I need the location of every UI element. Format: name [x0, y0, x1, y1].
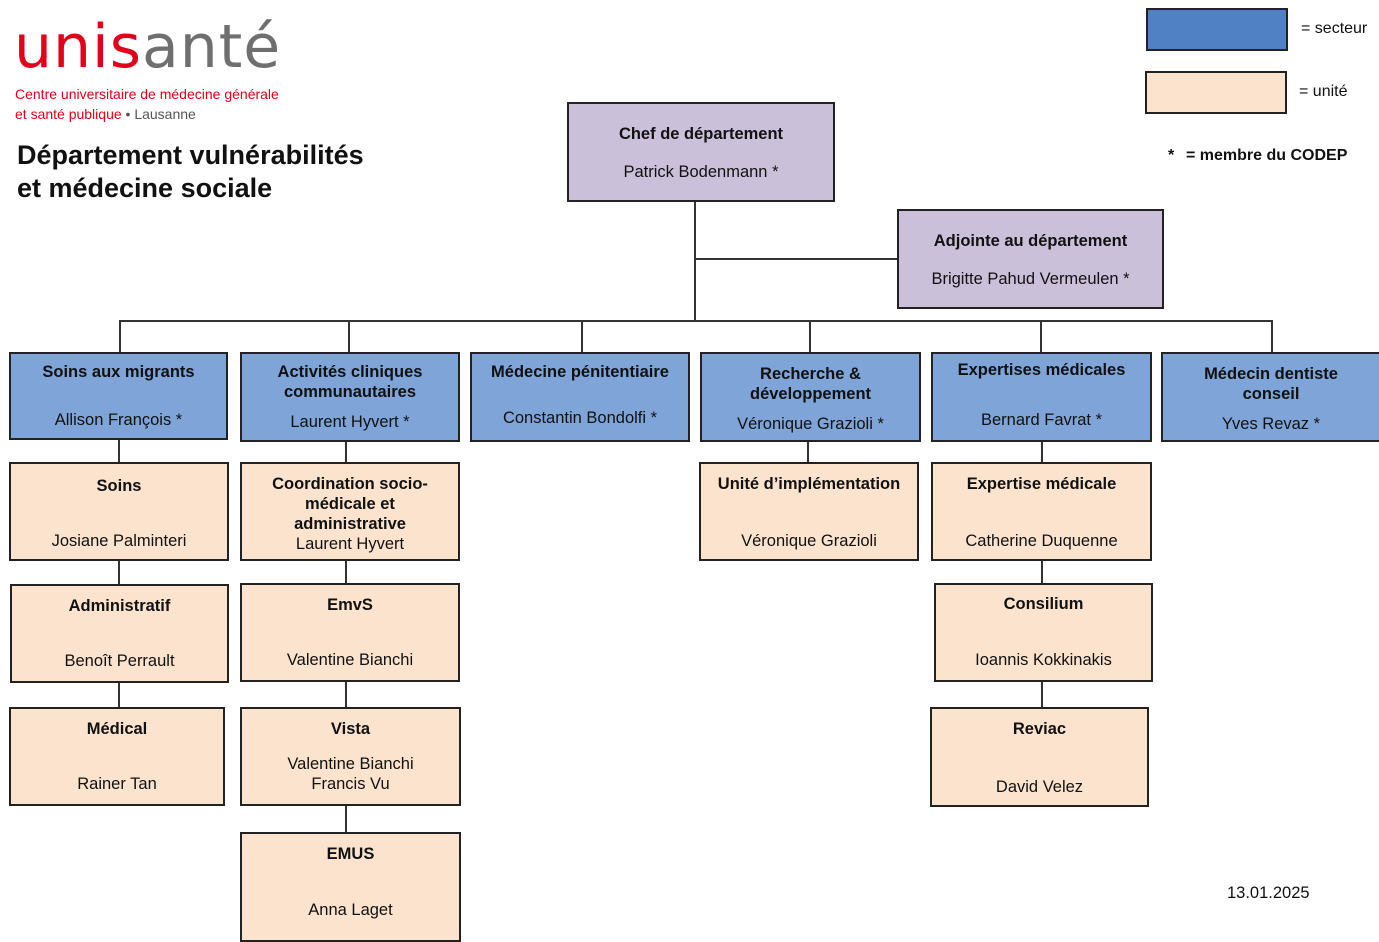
- secteur-activites-cliniques: Activités cliniques communautaires Laure…: [240, 352, 460, 442]
- department-title-line2: et médecine sociale: [17, 173, 273, 203]
- unite-head: Anna Laget: [308, 901, 393, 919]
- legend-swatch-unite: [1145, 71, 1287, 114]
- secteur-head: Véronique Grazioli *: [737, 415, 884, 433]
- secteur-title: Recherche & développement: [749, 365, 872, 403]
- unite-title: EmvS: [327, 596, 373, 614]
- unite-title: Administratif: [68, 597, 171, 615]
- unite-head: Valentine Bianchi: [286, 651, 414, 669]
- unite-head: Benoît Perrault: [64, 652, 175, 670]
- document-date: 13.01.2025: [1227, 884, 1310, 902]
- secteur-head: Bernard Favrat *: [980, 411, 1103, 429]
- connector-drop-dentiste: [1271, 320, 1273, 353]
- logo-tagline-line2: et santé publique • Lausanne: [15, 106, 196, 122]
- connector-col-migrants: [118, 439, 120, 709]
- chef-title: Chef de département: [618, 125, 784, 143]
- unite-head: Josiane Palminteri: [51, 532, 187, 550]
- secteur-expertises: Expertises médicales Bernard Favrat *: [931, 352, 1152, 442]
- secteur-soins-migrants: Soins aux migrants Allison François *: [9, 352, 228, 440]
- unite-title: Consilium: [1003, 595, 1084, 613]
- unite-administratif: Administratif Benoît Perrault: [10, 584, 229, 683]
- unite-title: Reviac: [1012, 720, 1067, 738]
- department-title-line1: Département vulnérabilités: [17, 140, 364, 170]
- secteur-dentiste: Médecin dentiste conseil Yves Revaz *: [1161, 352, 1379, 442]
- secteur-title: Médecine pénitentiaire: [491, 363, 669, 381]
- unite-medical: Médical Rainer Tan: [9, 707, 225, 806]
- legend-swatch-secteur: [1146, 8, 1288, 51]
- unite-title: EMUS: [326, 845, 375, 863]
- connector-drop-expertises: [1040, 320, 1042, 353]
- secteur-title: Expertises médicales: [957, 361, 1126, 379]
- unite-reviac: Reviac David Velez: [930, 707, 1149, 807]
- legend-label-secteur: = secteur: [1301, 20, 1368, 37]
- logo-tagline-line1: Centre universitaire de médecine général…: [15, 86, 279, 102]
- unite-head: David Velez: [995, 778, 1084, 796]
- connector-secteurs-bar: [119, 320, 1273, 322]
- unite-head: Valentine Bianchi Francis Vu: [287, 755, 414, 793]
- chef-name: Patrick Bodenmann *: [623, 163, 779, 181]
- chef-box: Chef de département Patrick Bodenmann *: [567, 102, 835, 202]
- unite-consilium: Consilium Ioannis Kokkinakis: [934, 583, 1153, 682]
- unite-head: Laurent Hyvert: [295, 535, 405, 553]
- adjointe-name: Brigitte Pahud Vermeulen *: [931, 270, 1130, 288]
- connector-chef-trunk: [694, 200, 696, 322]
- secteur-medecine-penitentiaire: Médecine pénitentiaire Constantin Bondol…: [470, 352, 690, 442]
- secteur-head: Constantin Bondolfi *: [502, 409, 658, 427]
- unite-title: Expertise médicale: [966, 475, 1117, 493]
- unite-vista: Vista Valentine Bianchi Francis Vu: [240, 707, 461, 806]
- secteur-recherche: Recherche & développement Véronique Graz…: [700, 352, 921, 442]
- connector-drop-communautaires: [348, 320, 350, 353]
- connector-drop-penitentiaire: [581, 320, 583, 353]
- legend-codep-star: *: [1168, 147, 1175, 164]
- secteur-head: Allison François *: [54, 411, 183, 429]
- unite-title: Vista: [330, 720, 371, 738]
- secteur-title: Médecin dentiste conseil: [1204, 365, 1338, 403]
- unite-head: Catherine Duquenne: [965, 532, 1118, 550]
- adjointe-title: Adjointe au département: [933, 232, 1128, 250]
- legend-codep-label: = membre du CODEP: [1186, 147, 1348, 164]
- unite-emus: EMUS Anna Laget: [240, 832, 461, 942]
- unite-title: Unité d’implémentation: [717, 475, 901, 493]
- unite-head: Rainer Tan: [77, 775, 157, 793]
- unite-expertise-medicale: Expertise médicale Catherine Duquenne: [931, 462, 1152, 561]
- unite-coordination: Coordination socio-médicale et administr…: [240, 462, 460, 561]
- secteur-head: Laurent Hyvert *: [290, 413, 410, 431]
- connector-drop-recherche: [809, 320, 811, 353]
- unite-head: Véronique Grazioli: [741, 532, 877, 550]
- secteur-title: Soins aux migrants: [42, 363, 195, 381]
- connector-drop-migrants: [119, 320, 121, 353]
- connector-col-recherche: [807, 441, 809, 464]
- unite-soins: Soins Josiane Palminteri: [9, 462, 229, 561]
- connector-col-expertises: [1041, 441, 1043, 709]
- legend-label-unite: = unité: [1299, 83, 1348, 100]
- unite-emvs: EmvS Valentine Bianchi: [240, 583, 460, 682]
- unite-implementation: Unité d’implémentation Véronique Graziol…: [699, 462, 919, 561]
- unisante-logo: unisanté: [14, 12, 282, 82]
- unite-title: Soins: [96, 477, 142, 495]
- secteur-title: Activités cliniques communautaires: [277, 363, 423, 401]
- unite-title: Médical: [86, 720, 148, 738]
- secteur-head: Yves Revaz *: [1221, 415, 1321, 433]
- unite-title: Coordination socio-médicale et administr…: [272, 475, 428, 533]
- unite-head: Ioannis Kokkinakis: [975, 651, 1112, 669]
- adjointe-box: Adjointe au département Brigitte Pahud V…: [897, 209, 1164, 309]
- connector-adjointe: [694, 258, 899, 260]
